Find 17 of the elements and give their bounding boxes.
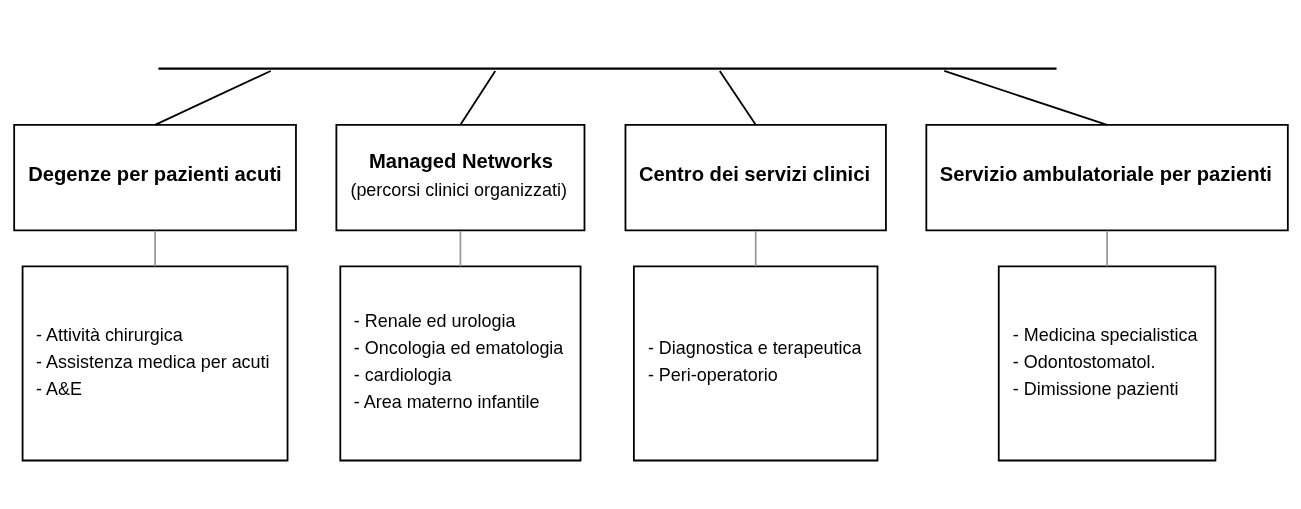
node-box: Managed Networks (percorsi clinici organizzati): [334, 123, 585, 232]
connector: [718, 70, 757, 126]
node-box: - Attività chirurgica - Assistenza medica per acuti - A&E: [21, 265, 288, 462]
node-box: - Diagnostica e terapeutica - Peri-operatorio: [632, 265, 878, 462]
node-box: - Medicina specialistica - Odontostomatol. - Dimissione pazienti: [997, 265, 1216, 462]
connector: [1105, 229, 1108, 268]
connector: [459, 70, 496, 126]
node-box: Centro dei servizi clinici: [624, 123, 887, 232]
node-box: Degenze per pazienti acuti: [12, 123, 297, 232]
connector: [754, 229, 757, 268]
node-box: Servizio ambulatoriale per pazienti: [924, 123, 1289, 232]
connector: [459, 229, 461, 268]
connector: [942, 70, 1108, 126]
connector: [153, 229, 156, 268]
node-box: - Renale ed urologia - Oncologia ed ematologia - cardiologia - Area materno infantile: [338, 265, 581, 462]
connector: [153, 70, 272, 126]
node-bar: [157, 67, 1057, 70]
